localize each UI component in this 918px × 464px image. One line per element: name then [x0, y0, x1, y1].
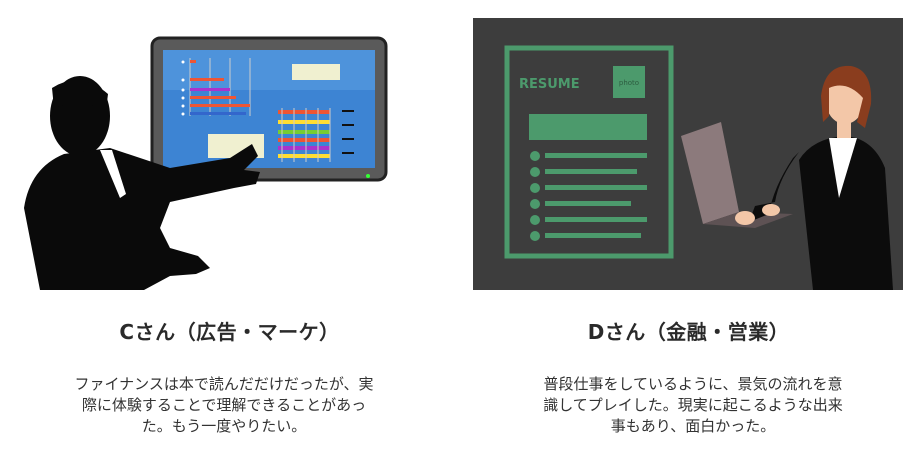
- description-line: 識してプレイした。現実に起こるような出来: [543, 396, 843, 414]
- description-line: 際に体験することで理解できることがあっ: [81, 396, 367, 414]
- card-description: ファイナンスは本で読んだだけだったが、実 際に体験することで理解できることがあっ…: [28, 374, 420, 437]
- card-description: 普段仕事をしているように、景気の流れを意 識してプレイした。現実に起こるような出…: [497, 374, 889, 437]
- resume-heading: RESUME: [519, 77, 580, 92]
- card-title: Dさん（金融・営業）: [587, 320, 790, 344]
- screen-bar-chart: [181, 58, 251, 116]
- resume-document: RESUME photo: [504, 45, 674, 259]
- presentation-illustration: [24, 36, 388, 290]
- description-line: 事もあり、面白かった。: [610, 417, 776, 435]
- photo-label: photo: [619, 79, 639, 87]
- person-silhouette: [24, 76, 260, 290]
- businesswoman-figure: [681, 65, 893, 290]
- resume-illustration: RESUME photo: [473, 18, 903, 290]
- person-card-c: Cさん（広告・マーケ） ファイナンスは本で読んだだけだったが、実 際に体験するこ…: [24, 36, 420, 437]
- screen-table: [278, 108, 354, 162]
- description-line: た。もう一度やりたい。: [141, 417, 307, 435]
- screen-note-box: [292, 64, 340, 80]
- person-card-d: RESUME photo: [459, 0, 918, 464]
- card-title: Cさん（広告・マーケ）: [119, 320, 340, 344]
- description-line: 普段仕事をしているように、景気の流れを意: [543, 375, 843, 393]
- description-line: ファイナンスは本で読んだだけだったが、実: [74, 375, 374, 393]
